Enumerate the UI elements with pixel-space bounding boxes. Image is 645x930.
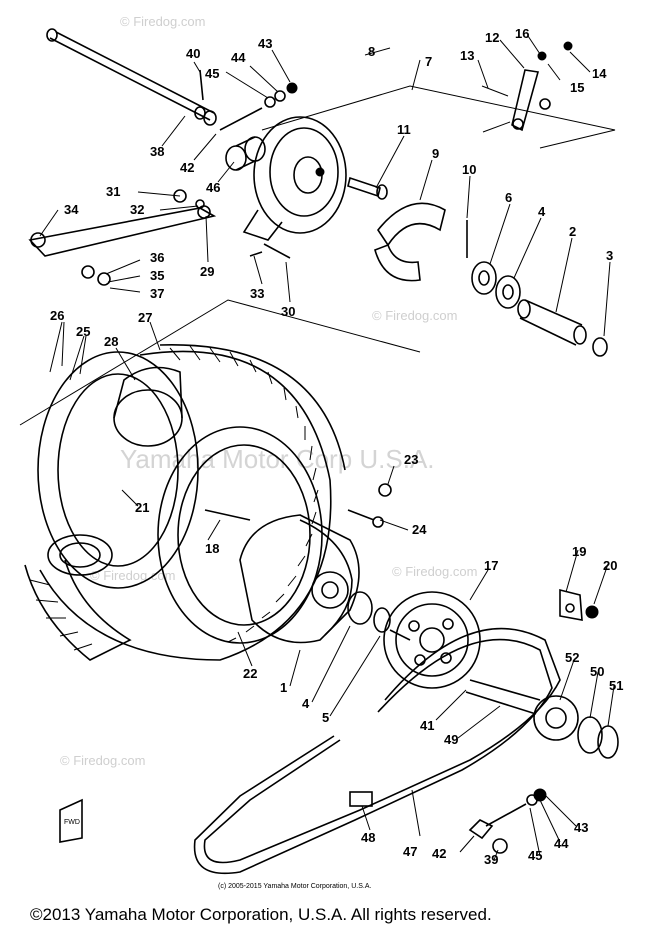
small-bolt: [199, 69, 298, 131]
callout-41: 41: [420, 718, 434, 733]
callout-6: 6: [505, 190, 512, 205]
callout-22: 22: [243, 666, 257, 681]
callout-17: 17: [484, 558, 498, 573]
callout-47: 47: [403, 844, 417, 859]
callout-19: 19: [572, 544, 586, 559]
torque-arm: [28, 189, 217, 286]
footer-copyright: ©2013 Yamaha Motor Corporation, U.S.A. A…: [30, 905, 492, 924]
callout-35: 35: [150, 268, 164, 283]
callout-31: 31: [106, 184, 120, 199]
sprocket-bolt: [468, 788, 547, 854]
callout-1: 1: [280, 680, 287, 695]
watermark-center-big: Yamaha Motor Corp U.S.A.: [120, 444, 435, 474]
callout-27: 27: [138, 310, 152, 325]
callout-28: 28: [104, 334, 118, 349]
callout-25: 25: [76, 324, 90, 339]
fwd-arrow-icon: FWD: [59, 798, 83, 843]
callout-29: 29: [200, 264, 214, 279]
watermark-right-upper: © Firedog.com: [372, 308, 457, 323]
watermark-right-middle: © Firedog.com: [392, 564, 477, 579]
callout-20: 20: [603, 558, 617, 573]
spacer: [517, 299, 587, 346]
wheel-group-outline: [19, 299, 421, 426]
callout-43-top: 43: [258, 36, 272, 51]
callouts: 8 7 43 44 40 45 13 12 16 14 15 38 42 46 …: [50, 26, 623, 867]
callout-13: 13: [460, 48, 474, 63]
callout-12: 12: [485, 30, 499, 45]
callout-32: 32: [130, 202, 144, 217]
callout-4-bottom: 4: [302, 696, 310, 711]
callout-43-bottom: 43: [574, 820, 588, 835]
callout-42-top: 42: [180, 160, 194, 175]
bolts-23-24: [347, 483, 392, 528]
callout-2: 2: [569, 224, 576, 239]
callout-18: 18: [205, 541, 219, 556]
callout-11: 11: [397, 122, 411, 137]
callout-33: 33: [250, 286, 264, 301]
callout-8: 8: [368, 44, 375, 59]
axle-nut: [592, 337, 608, 357]
callout-14: 14: [592, 66, 607, 81]
callout-24: 24: [412, 522, 427, 537]
callout-16: 16: [515, 26, 529, 41]
callout-4-top: 4: [538, 204, 546, 219]
brake-shoes: [374, 202, 446, 282]
callout-46: 46: [206, 180, 220, 195]
watermark-top: © Firedog.com: [120, 14, 205, 29]
brake-plate: [242, 116, 347, 241]
final-drive-case: [239, 514, 411, 644]
callout-5: 5: [322, 710, 329, 725]
callout-40: 40: [186, 46, 200, 61]
callout-10: 10: [462, 162, 476, 177]
brake-cam: [347, 176, 388, 200]
axle: [46, 28, 217, 126]
callout-44-top: 44: [231, 50, 246, 65]
rear-wheel: [24, 344, 346, 661]
callout-38: 38: [150, 144, 164, 159]
callout-45-top: 45: [205, 66, 219, 81]
callout-45-bottom: 45: [528, 848, 542, 863]
sprocket: [383, 591, 481, 689]
callout-36: 36: [150, 250, 164, 265]
lock-plate: [559, 588, 599, 621]
callout-9: 9: [432, 146, 439, 161]
callout-3: 3: [606, 248, 613, 263]
callout-15: 15: [570, 80, 584, 95]
bearings: [471, 261, 521, 309]
drive-sprocket-group: [465, 679, 619, 759]
callout-42-bottom: 42: [432, 846, 446, 861]
callout-52: 52: [565, 650, 579, 665]
leader-lines: [39, 35, 615, 861]
adjust-bolt: [249, 243, 291, 259]
callout-30: 30: [281, 304, 295, 319]
brake-group-outline: [261, 85, 616, 149]
callout-7: 7: [425, 54, 432, 69]
callout-26: 26: [50, 308, 64, 323]
callout-39: 39: [484, 852, 498, 867]
callout-49: 49: [444, 732, 458, 747]
drive-chain: [193, 627, 561, 874]
callout-37: 37: [150, 286, 164, 301]
callout-50: 50: [590, 664, 604, 679]
fwd-label: FWD: [64, 819, 80, 826]
callout-21: 21: [135, 500, 149, 515]
callout-34: 34: [64, 202, 79, 217]
small-copyright: (c) 2005-2015 Yamaha Motor Corporation, …: [218, 883, 371, 890]
watermark-center-left: © Firedog.com: [90, 568, 175, 583]
callout-44-bottom: 44: [554, 836, 569, 851]
callout-51: 51: [609, 678, 623, 693]
chain-joint: [349, 791, 373, 807]
callout-48: 48: [361, 830, 375, 845]
watermark-bottom-left: © Firedog.com: [60, 753, 145, 768]
callout-23: 23: [404, 452, 418, 467]
camshaft-lever: [481, 41, 573, 133]
